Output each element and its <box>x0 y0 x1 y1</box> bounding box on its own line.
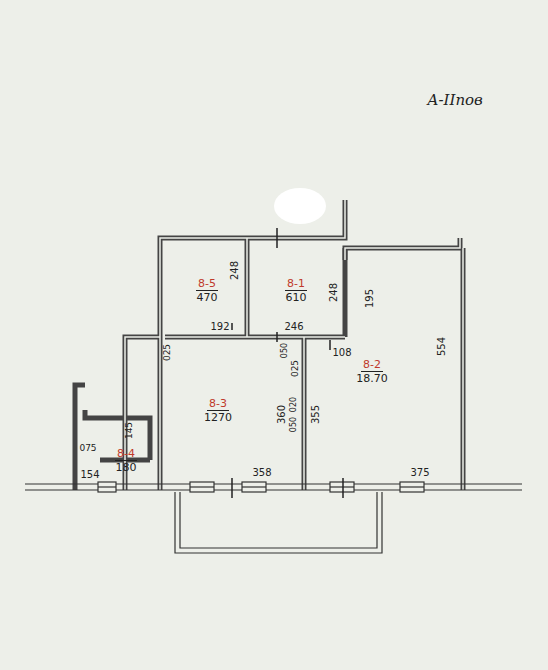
room-area: 610 <box>284 291 309 304</box>
dimension-label: 375 <box>410 467 429 478</box>
dimension-label: 108 <box>332 347 351 358</box>
paper-spot <box>274 188 326 224</box>
dimension-label: 246 <box>284 321 303 332</box>
dimension-label: 248 <box>329 282 340 301</box>
dimension-label: 075 <box>79 443 96 454</box>
balcony <box>175 492 382 553</box>
dimension-label: 020 <box>289 396 300 411</box>
dimension-label: 554 <box>437 336 448 355</box>
dimension-label: 355 <box>311 404 322 423</box>
dimension-label: 358 <box>252 467 271 478</box>
room-number: 8-5 <box>196 277 218 291</box>
dimension-label: 154 <box>80 469 99 480</box>
dimension-label: 025 <box>163 343 174 360</box>
dimension-label: 025 <box>291 359 302 376</box>
dimension-label: 050 <box>289 416 300 431</box>
dimension-label: 145 <box>125 421 136 438</box>
outer-wall-bottom <box>25 482 522 492</box>
dimension-label: 050 <box>280 342 291 357</box>
walls <box>75 200 463 490</box>
dimension-label: 195 <box>365 288 376 307</box>
room: 8-1610 <box>252 248 340 332</box>
room-number: 8-2 <box>361 358 383 372</box>
dimension-label: 360 <box>277 404 288 423</box>
floor-note: А-ІІпов <box>427 92 483 109</box>
room-area: 180 <box>114 461 139 474</box>
room-number: 8-3 <box>207 397 229 411</box>
dimension-label: 192 <box>210 321 229 332</box>
door-marks <box>232 228 343 498</box>
room-area: 1270 <box>202 411 234 424</box>
dimension-label: 248 <box>230 260 241 279</box>
room-area: 18.70 <box>354 372 390 385</box>
room-number: 8-4 <box>115 447 137 461</box>
room-area: 470 <box>195 291 220 304</box>
room-number: 8-1 <box>285 277 307 291</box>
room: 8-4180 <box>104 438 148 482</box>
room: 8-31270 <box>168 345 268 475</box>
wall-inner-lines <box>125 200 463 490</box>
